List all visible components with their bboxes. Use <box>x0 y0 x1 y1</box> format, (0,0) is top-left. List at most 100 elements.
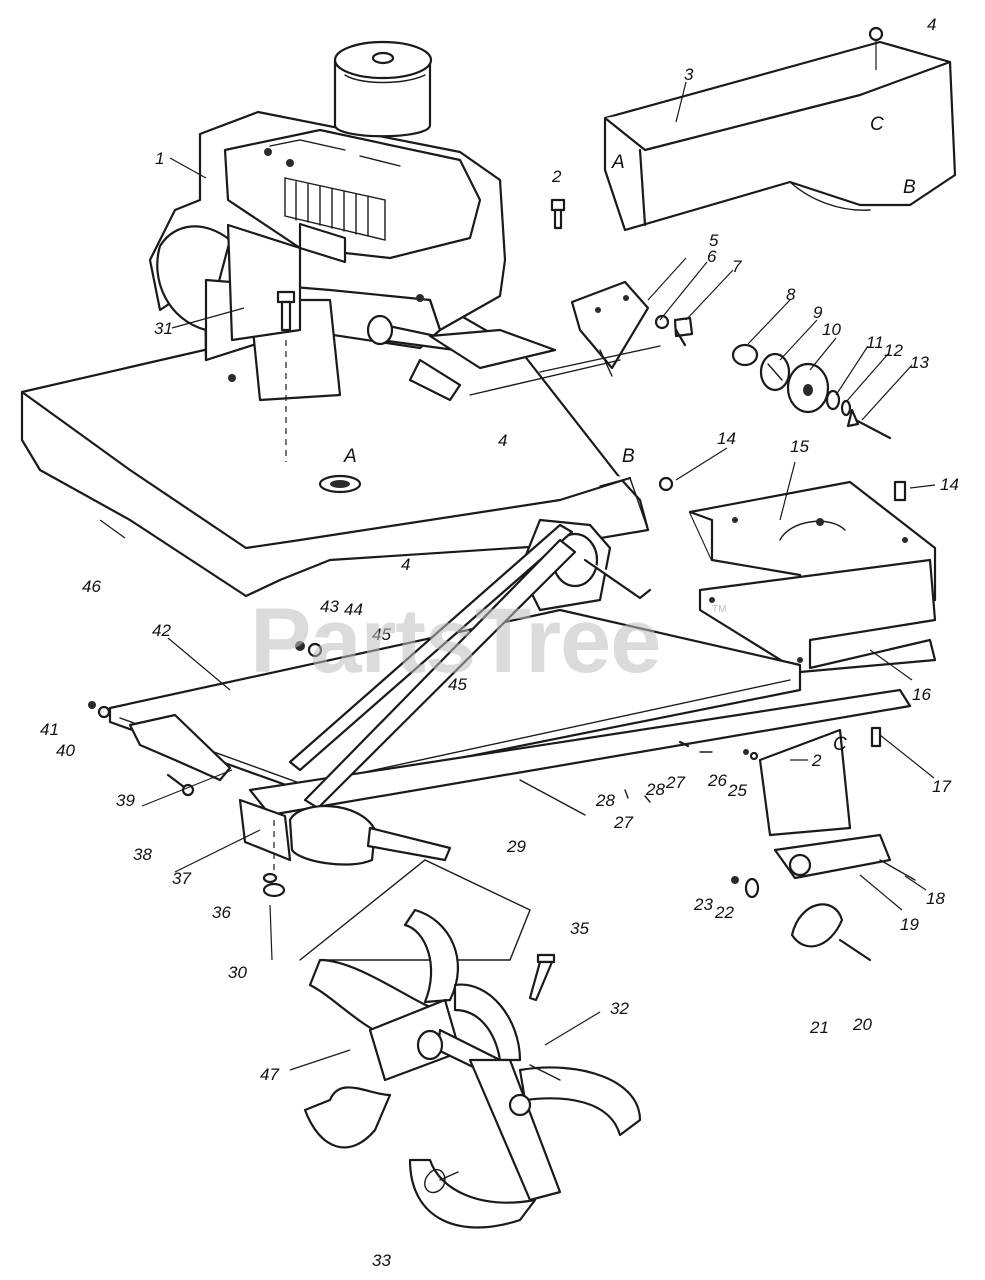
part-label-10: 10 <box>822 320 841 339</box>
spacer-8[interactable] <box>731 343 759 367</box>
part-label-23: 23 <box>693 895 713 914</box>
part-label-18: 18 <box>926 889 945 908</box>
nut-43[interactable] <box>295 641 305 651</box>
part-label-44: 44 <box>344 600 363 619</box>
part-label-2-lower: 2 <box>811 751 822 770</box>
nut-23[interactable] <box>731 876 739 884</box>
watermark: PartsTree TM <box>250 590 726 692</box>
part-label-16: 16 <box>912 685 931 704</box>
screw-14-left[interactable] <box>658 476 674 492</box>
part-label-35: 35 <box>570 919 589 938</box>
part-label-41: 41 <box>40 720 59 739</box>
tine-assembly[interactable] <box>303 908 642 1229</box>
part-label-1: 1 <box>155 149 164 168</box>
belt-cover[interactable] <box>603 40 957 232</box>
washer-6[interactable] <box>654 314 670 330</box>
ref-letter-a-shield: A <box>343 446 357 467</box>
ref-letter-b-shield: B <box>622 446 635 467</box>
part-label-36: 36 <box>212 903 231 922</box>
part-label-37: 37 <box>172 869 191 888</box>
part-label-14-left: 14 <box>717 429 736 448</box>
tine-shaft-housing[interactable] <box>288 804 452 866</box>
part-label-40: 40 <box>56 741 75 760</box>
pulley-bracket[interactable] <box>570 280 650 377</box>
engine-mount-plate[interactable] <box>408 328 661 402</box>
washer-30[interactable] <box>262 872 278 884</box>
hairpin-clip-33[interactable] <box>424 1168 459 1194</box>
part-label-45-b: 45 <box>448 675 467 694</box>
bracket-38[interactable] <box>128 713 232 782</box>
part-label-11: 11 <box>866 333 884 352</box>
hardware-26[interactable] <box>743 749 749 755</box>
frame-end-bracket[interactable] <box>698 558 937 674</box>
part-label-15: 15 <box>790 437 809 456</box>
part-label-12: 12 <box>884 341 903 360</box>
washer-40[interactable] <box>97 705 111 719</box>
part-label-5: 5 <box>709 231 719 250</box>
part-label-4-plate: 4 <box>498 431 507 450</box>
lock-washer-12[interactable] <box>840 399 852 417</box>
screw-top-cover[interactable] <box>868 26 884 70</box>
screw-cover-side[interactable] <box>550 198 566 230</box>
handle-bar-45[interactable] <box>288 523 577 810</box>
bolt-7[interactable] <box>673 316 694 347</box>
pulley-10[interactable] <box>786 362 830 414</box>
tine-shield[interactable] <box>20 296 650 598</box>
part-label-25: 25 <box>727 781 747 800</box>
hardware-28b[interactable] <box>678 740 690 748</box>
pin-20[interactable] <box>838 938 872 962</box>
air-cleaner[interactable] <box>333 40 433 138</box>
pin-32[interactable] <box>529 1064 561 1081</box>
engine-mount-bolt[interactable] <box>276 290 296 462</box>
part-label-13: 13 <box>910 353 929 372</box>
washer-22[interactable] <box>744 877 760 899</box>
part-label-17: 17 <box>932 777 951 796</box>
part-label-6: 6 <box>707 247 717 266</box>
depth-bar-bracket[interactable] <box>758 728 852 837</box>
part-label-14-right: 14 <box>940 475 959 494</box>
bottom-frame-rail-37[interactable] <box>238 688 912 862</box>
crankshaft[interactable] <box>366 314 457 352</box>
part-number-labels: 1 2 2 3 4 4 4 5 6 7 8 9 10 11 12 13 14 1… <box>40 15 959 1270</box>
part-label-3: 3 <box>684 65 694 84</box>
washer-44[interactable] <box>307 642 323 658</box>
belt-guide-9[interactable] <box>759 352 791 392</box>
pin-18[interactable] <box>879 859 916 881</box>
part-label-7: 7 <box>732 257 742 276</box>
arm-19[interactable] <box>773 833 892 880</box>
part-label-26: 26 <box>707 771 727 790</box>
part-label-29: 29 <box>506 837 526 856</box>
ref-letter-c-frame: C <box>833 734 847 755</box>
part-label-32: 32 <box>610 999 629 1018</box>
cylinder-fins <box>284 177 386 241</box>
bolt-13[interactable] <box>846 408 892 440</box>
part-label-30: 30 <box>228 963 247 982</box>
hardware-28a[interactable] <box>624 789 629 799</box>
part-label-47: 47 <box>260 1065 279 1084</box>
nut-41[interactable] <box>88 701 96 709</box>
part-label-4-top: 4 <box>927 15 936 34</box>
ref-letter-a-cover: A <box>611 152 625 173</box>
screw-14-right[interactable] <box>893 480 907 502</box>
part-label-22: 22 <box>714 903 734 922</box>
nut-36[interactable] <box>262 820 286 898</box>
watermark-text: PartsTree <box>250 590 660 692</box>
rod-29[interactable] <box>519 779 586 816</box>
part-label-38: 38 <box>133 845 152 864</box>
bolt-35[interactable] <box>528 953 556 1002</box>
wheel-21[interactable] <box>790 903 844 948</box>
part-label-33: 33 <box>372 1251 391 1270</box>
part-label-27-b: 27 <box>665 773 685 792</box>
part-label-8: 8 <box>786 285 796 304</box>
bolt-39[interactable] <box>166 773 195 797</box>
part-label-2-top: 2 <box>551 167 562 186</box>
part-label-27-a: 27 <box>613 813 633 832</box>
part-label-28-a: 28 <box>595 791 615 810</box>
hardware-25[interactable] <box>749 751 759 761</box>
hardware-27a[interactable] <box>644 795 651 803</box>
washer-11[interactable] <box>825 389 841 411</box>
part-label-4-frame: 4 <box>401 555 410 574</box>
bolt-17[interactable] <box>870 726 882 748</box>
